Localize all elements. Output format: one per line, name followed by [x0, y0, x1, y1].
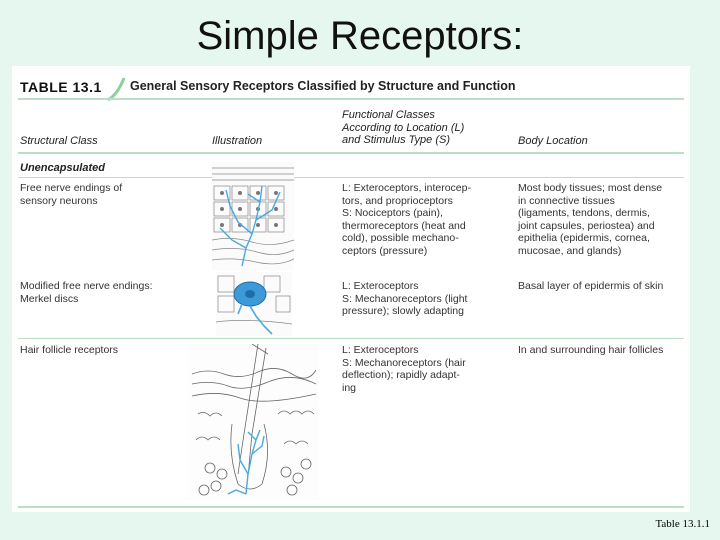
- header-functional-classes: Functional Classes According to Location…: [342, 109, 464, 147]
- cell-line: Most body tissues; most dense: [518, 182, 663, 194]
- cell-line: Merkel discs: [20, 292, 79, 305]
- header-structural-class: Structural Class: [20, 135, 98, 147]
- cell-line: In and surrounding hair follicles: [518, 344, 664, 356]
- table-heading: General Sensory Receptors Classified by …: [130, 79, 516, 93]
- header-body-location: Body Location: [518, 135, 588, 147]
- row2-structural: Modified free nerve endings: Merkel disc…: [20, 280, 153, 305]
- table-title-row: TABLE 13.1 General Sensory Receptors Cla…: [20, 74, 682, 102]
- cell-line: ing: [342, 381, 357, 394]
- header-functional-line: and Stimulus Type (S): [342, 134, 451, 146]
- cell-line: thermoreceptors (heat and: [342, 219, 466, 232]
- cell-line: deflection); rapidly adapt-: [342, 369, 460, 381]
- cell-line: S: Mechanoreceptors (light: [342, 292, 468, 305]
- cell-line: S: Mechanoreceptors (hair: [342, 356, 466, 369]
- merkel-disc-illustration: [216, 272, 292, 336]
- cell-line: L: Exteroceptors, interocep-: [342, 182, 471, 194]
- cell-line: epithelia (epidermis, cornea,: [518, 232, 650, 244]
- table-caption: Table 13.1.1: [655, 518, 710, 530]
- title-rule: [18, 98, 684, 100]
- section-rule: [18, 177, 684, 178]
- cell-line: (ligaments, tendons, dermis,: [518, 207, 650, 219]
- bottom-rule: [18, 506, 684, 508]
- cell-line: ceptors (pressure): [342, 244, 428, 257]
- hair-follicle-illustration: [188, 344, 318, 498]
- cell-line: cold), possible mechano-: [342, 232, 459, 244]
- cell-line: Free nerve endings of: [20, 182, 123, 194]
- cell-line: L: Exteroceptors: [342, 344, 419, 356]
- row2-location: Basal layer of epidermis of skin: [518, 280, 663, 293]
- cell-line: tors, and proprioceptors: [342, 194, 453, 207]
- cell-line: mucosae, and glands): [518, 244, 622, 257]
- slide-title: Simple Receptors:: [196, 14, 524, 58]
- table-panel: TABLE 13.1 General Sensory Receptors Cla…: [12, 66, 690, 512]
- row2-functional: L: Exteroceptors S: Mechanoreceptors (li…: [342, 280, 467, 318]
- row3-location: In and surrounding hair follicles: [518, 344, 663, 357]
- header-functional-line: According to Location (L): [342, 121, 465, 134]
- cell-line: pressure); slowly adapting: [342, 305, 464, 317]
- header-rule: [18, 152, 684, 154]
- row-rule: [18, 338, 684, 339]
- row3-structural: Hair follicle receptors: [20, 344, 118, 357]
- cell-line: Basal layer of epidermis of skin: [518, 280, 664, 292]
- cell-line: Modified free nerve endings:: [20, 280, 153, 292]
- cell-line: sensory neurons: [20, 194, 98, 207]
- header-illustration: Illustration: [212, 135, 263, 147]
- table-number: TABLE 13.1: [20, 79, 102, 95]
- row3-functional: L: Exteroceptors S: Mechanoreceptors (ha…: [342, 344, 466, 394]
- row1-location: Most body tissues; most dense in connect…: [518, 182, 662, 257]
- section-heading: Unencapsulated: [20, 162, 105, 174]
- free-nerve-endings-illustration: [212, 162, 294, 270]
- cell-line: L: Exteroceptors: [342, 280, 419, 292]
- cell-line: S: Nociceptors (pain),: [342, 207, 443, 219]
- header-functional-line: Functional Classes: [342, 109, 435, 121]
- cell-line: joint capsules, periostea) and: [518, 219, 655, 232]
- row1-structural: Free nerve endings of sensory neurons: [20, 182, 122, 207]
- row1-functional: L: Exteroceptors, interocep- tors, and p…: [342, 182, 471, 257]
- cell-line: Hair follicle receptors: [20, 344, 119, 356]
- cell-line: in connective tissues: [518, 194, 615, 207]
